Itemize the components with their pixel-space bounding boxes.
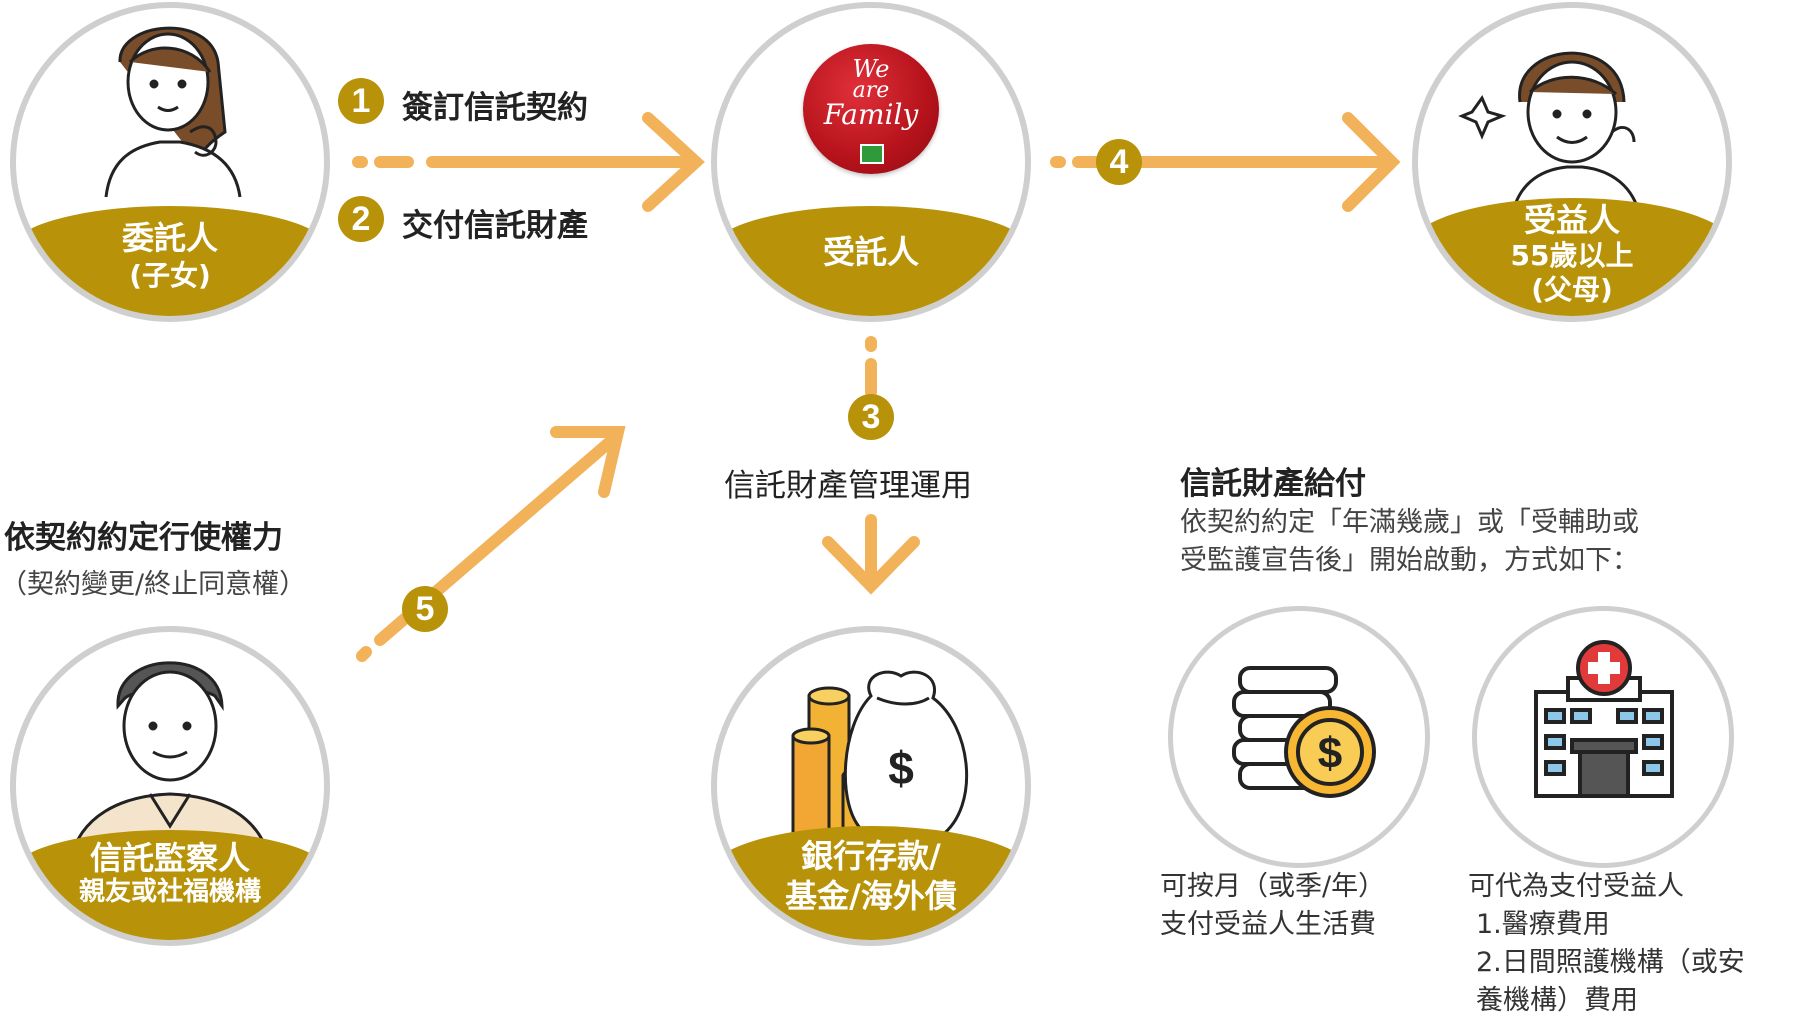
step-4-badge: 4 [1096,139,1142,185]
supervisor-power-title: 依契約約定行使權力 [4,520,283,556]
step-3-badge: 3 [848,394,894,440]
money-bag-coins-icon: $ [791,670,969,848]
trustee-node: We are Family 受託人 [711,2,1031,322]
supervisor-sub: 親友或社福機構 [78,877,261,907]
payout-desc-line2: 受監護宣告後」開始啟動，方式如下： [1180,545,1639,576]
logo-square-icon [860,144,884,164]
payout-option-2-line3: 2.日間照護機構（或安 [1476,947,1745,978]
payout-option-1-line2: 支付受益人生活費 [1160,909,1376,940]
logo-text-are: are [852,77,890,103]
svg-text:$: $ [1318,729,1342,778]
beneficiary-node: 受益人 55歲以上 (父母) [1412,2,1732,322]
payout-option-2-line4: 養機構）費用 [1476,985,1638,1016]
payout-option-2-line1: 可代為支付受益人 [1468,871,1684,902]
payout-option-2-line2: 1.醫療費用 [1476,909,1610,940]
beneficiary-title: 受益人 [1523,201,1620,239]
arrow-trustee-to-assets [822,336,920,595]
trustee-title: 受託人 [822,233,919,271]
step-2-label: 交付信託財產 [402,208,588,244]
svg-text:$: $ [888,742,914,794]
arrow-supervisor-to-trustee [356,426,626,662]
payout-desc-line1: 依契約約定「年滿幾歲」或「受輔助或 [1180,507,1639,538]
settlor-sub: (子女) [129,259,211,292]
supervisor-title: 信託監察人 [89,839,250,877]
step-3-label: 信託財產管理運用 [724,468,972,504]
logo-text-we: We [852,55,890,83]
payout-title: 信託財產給付 [1180,466,1366,502]
woman-avatar-icon [104,26,242,198]
hospital-icon [1534,640,1674,798]
payout-option-living-expense: $ [1168,606,1430,868]
step-2-badge: 2 [338,196,384,242]
logo-text-family: Family [823,97,919,131]
step-1-badge: 1 [338,78,384,124]
arrow-settlor-to-trustee [352,112,705,212]
coin-stack-icon: $ [1232,666,1376,798]
supervisor-node: 信託監察人 親友或社福機構 [10,626,330,946]
we-are-family-logo: We are Family [803,44,939,174]
beneficiary-age: 55歲以上 [1510,239,1634,272]
settlor-node: 委託人 (子女) [10,2,330,322]
step-1-label: 簽訂信託契約 [402,90,588,126]
payout-option-medical [1472,606,1734,868]
assets-line2: 基金/海外債 [785,877,957,915]
assets-node: $ 銀行存款/ 基金/海外債 [711,626,1031,946]
payout-option-1-line1: 可按月（或季/年） [1160,871,1386,902]
step-5-badge: 5 [402,586,448,632]
supervisor-power-note: （契約變更/終止同意權） [0,569,307,600]
assets-line1: 銀行存款/ [801,837,941,875]
settlor-title: 委託人 [121,219,218,257]
beneficiary-sub: (父母) [1531,273,1613,306]
